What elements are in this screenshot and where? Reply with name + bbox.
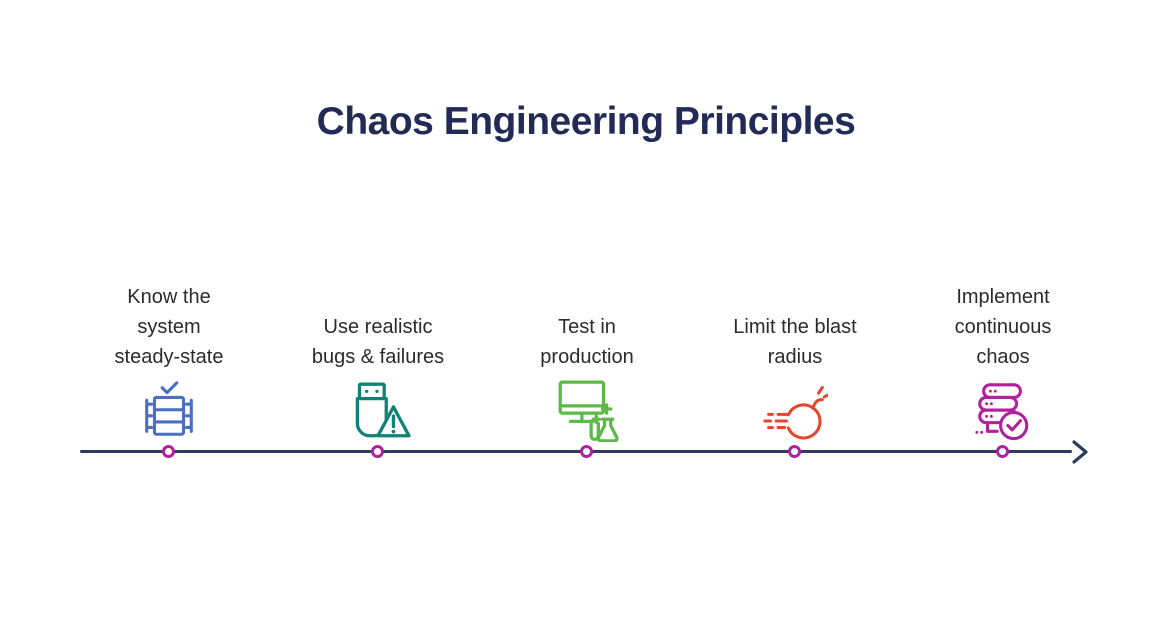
timeline-marker (580, 445, 593, 458)
milestone-label: Test in production (540, 316, 634, 368)
timeline-arrowhead-icon (1072, 440, 1088, 464)
steady-state-server-check-icon (138, 376, 200, 442)
milestone-label: Implement continuous chaos (954, 286, 1052, 368)
milestone-test-in-production: Test in production (483, 268, 691, 442)
milestone-limit-blast-radius: Limit the blast radius (691, 268, 899, 442)
bomb-blast-icon (762, 376, 828, 442)
usb-drive-warning-icon (345, 376, 411, 442)
milestone-label: Limit the blast radius (733, 316, 857, 368)
milestone-label: Know the system steady-state (114, 286, 224, 368)
timeline-marker (162, 445, 175, 458)
timeline-marker (788, 445, 801, 458)
page-title: Chaos Engineering Principles (316, 100, 856, 143)
milestone-know-steady-state: Know the system steady-state (65, 268, 273, 442)
server-stack-check-icon (972, 376, 1034, 442)
timeline-line (80, 450, 1072, 453)
monitor-flask-icon (554, 376, 620, 442)
milestone-continuous-chaos: Implement continuous chaos (899, 268, 1107, 442)
milestone-realistic-bugs: Use realistic bugs & failures (274, 268, 482, 442)
timeline-marker (371, 445, 384, 458)
timeline-marker (996, 445, 1009, 458)
milestone-label: Use realistic bugs & failures (311, 316, 445, 368)
